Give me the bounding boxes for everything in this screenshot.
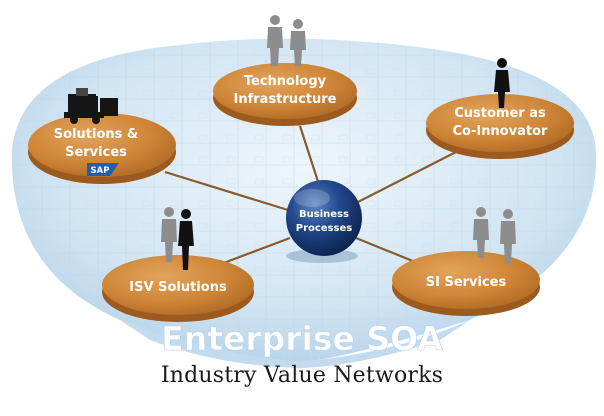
node-si-label: SI Services bbox=[426, 275, 507, 290]
connector-solutions bbox=[164, 170, 289, 212]
si-people-icon bbox=[473, 207, 516, 264]
node-technology-infrastructure: Technology Infrastructure bbox=[213, 63, 357, 126]
hub-line-2: Processes bbox=[296, 223, 353, 234]
node-isv-label: ISV Solutions bbox=[129, 280, 227, 295]
node-customer-line-1: Customer as bbox=[454, 106, 546, 121]
node-si-services: SI Services bbox=[392, 251, 540, 316]
node-customer-co-innovator: Customer as Co-Innovator bbox=[426, 94, 574, 159]
node-solutions-line-1: Solutions & bbox=[54, 127, 138, 142]
node-solutions-services: Solutions & Services SAP bbox=[28, 113, 176, 184]
sap-logo-icon: SAP bbox=[87, 163, 119, 176]
platform-label: Enterprise SOA bbox=[161, 319, 443, 358]
forklift-icon bbox=[64, 88, 118, 124]
people-icon bbox=[267, 15, 306, 66]
footer-caption: Industry Value Networks bbox=[160, 363, 444, 388]
hub-line-1: Business bbox=[299, 209, 349, 220]
sap-logo-text: SAP bbox=[91, 166, 110, 176]
isv-people-icon bbox=[161, 207, 194, 270]
connector-customer bbox=[351, 151, 457, 206]
node-isv-solutions: ISV Solutions bbox=[102, 255, 254, 322]
person-icon bbox=[494, 58, 510, 108]
node-solutions-line-2: Services bbox=[65, 145, 127, 160]
hub-business-processes: Business Processes bbox=[286, 180, 362, 263]
node-technology-line-2: Infrastructure bbox=[234, 92, 337, 107]
node-technology-line-1: Technology bbox=[244, 74, 327, 89]
node-customer-line-2: Co-Innovator bbox=[453, 124, 549, 139]
